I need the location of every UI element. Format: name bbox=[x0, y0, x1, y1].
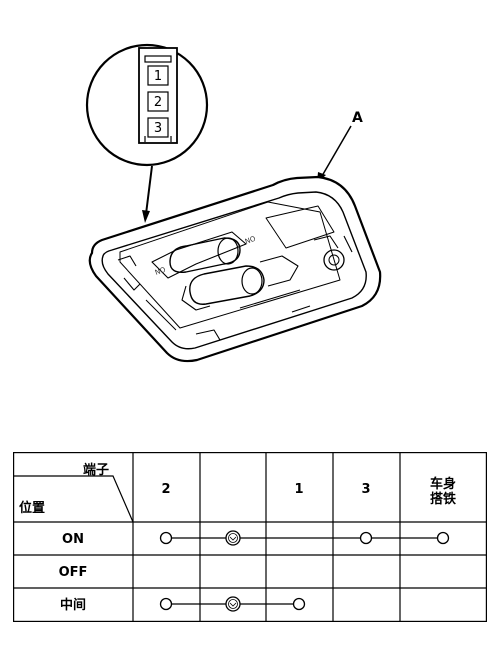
continuity-marks bbox=[159, 530, 450, 612]
callout-label: A bbox=[352, 110, 363, 126]
header-terminal: 端子 bbox=[83, 462, 109, 478]
connector-callout: 1 2 3 bbox=[85, 43, 209, 167]
bulb-symbol bbox=[225, 596, 241, 612]
lens-marking: NO bbox=[244, 235, 257, 246]
col-header-ground: 车身搭铁 bbox=[430, 476, 456, 507]
row-label: 中间 bbox=[60, 597, 86, 613]
pin-label: 2 bbox=[154, 95, 162, 110]
terminal-node bbox=[159, 597, 173, 611]
pin-label: 3 bbox=[154, 121, 162, 136]
row-labels: ON OFF 中间 bbox=[59, 532, 88, 613]
connector-arrow bbox=[142, 165, 153, 223]
row-label: ON bbox=[62, 532, 84, 547]
terminal-node bbox=[159, 531, 173, 545]
col-header: 2 bbox=[161, 482, 170, 497]
pin-label: 1 bbox=[154, 69, 162, 84]
terminal-node bbox=[359, 531, 373, 545]
terminal-node bbox=[292, 597, 306, 611]
callout-a: A bbox=[317, 110, 363, 183]
table-header: 端子 位置 2 1 3 车身搭铁 bbox=[19, 462, 456, 516]
lens-marking: NO bbox=[154, 266, 167, 277]
col-header: 1 bbox=[294, 482, 303, 497]
connector-face: 1 2 3 bbox=[138, 47, 178, 144]
dome-light-housing bbox=[88, 175, 382, 363]
continuity-table: 端子 位置 2 1 3 车身搭铁 ON OFF 中间 bbox=[13, 452, 487, 622]
row-label: OFF bbox=[59, 565, 88, 580]
terminal-node bbox=[436, 531, 450, 545]
col-header: 3 bbox=[361, 482, 370, 497]
bulb-symbol bbox=[225, 530, 241, 546]
header-position: 位置 bbox=[19, 500, 45, 516]
dome-light-diagram: 1 2 3 A bbox=[85, 43, 382, 363]
